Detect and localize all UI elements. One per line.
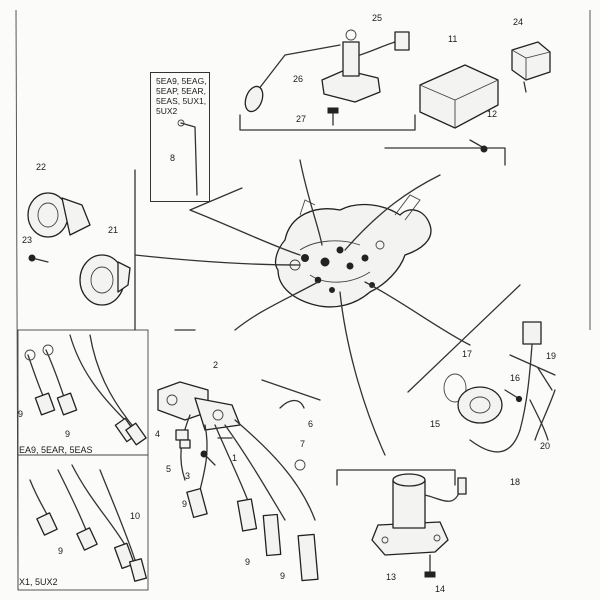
ignition-coil-group	[157, 329, 321, 582]
callout-5: 5	[166, 464, 172, 474]
sensor-group	[407, 284, 556, 453]
model-note-line-3: 5EAS, 5UX1,	[156, 96, 207, 106]
callout-9-d: 9	[245, 557, 251, 567]
callout-21: 21	[108, 225, 119, 235]
callout-23: 23	[22, 235, 33, 245]
callout-11: 11	[448, 34, 458, 44]
solenoid-group	[336, 469, 467, 578]
model-note-line-1: 5EA9, 5EAG,	[156, 76, 207, 86]
callout-9-b: 9	[65, 429, 71, 439]
callout-12: 12	[487, 109, 498, 119]
callout-9-c: 9	[182, 499, 188, 509]
callout-15: 15	[430, 419, 441, 429]
callout-2: 2	[213, 360, 219, 370]
model-note-line-4: 5UX2	[156, 106, 178, 116]
callout-1: 1	[232, 453, 238, 463]
callout-16: 16	[510, 373, 521, 383]
callout-14: 14	[435, 584, 446, 594]
callout-7: 7	[300, 439, 306, 449]
variant-label-bottom: X1, 5UX2	[19, 577, 58, 587]
callout-27: 27	[296, 114, 307, 124]
callout-20: 20	[540, 441, 551, 451]
rod-part-drawing	[177, 119, 198, 196]
callout-22: 22	[36, 162, 47, 172]
callout-4: 4	[155, 429, 161, 439]
callout-9-f: 9	[58, 546, 64, 556]
callout-3: 3	[185, 471, 191, 481]
callout-9-e: 9	[280, 571, 286, 581]
callout-24: 24	[513, 17, 524, 27]
callout-10: 10	[130, 511, 141, 521]
engine-frame-assembly	[274, 194, 432, 308]
callout-13: 13	[386, 572, 397, 582]
callout-25: 25	[372, 13, 383, 23]
callout-26: 26	[293, 74, 304, 84]
horn-group	[27, 169, 136, 331]
spark-plug-cap-group	[17, 329, 149, 591]
callout-8: 8	[170, 153, 176, 163]
model-applicability-legend: 5EA9, 5EAG, 5EAP, 5EAR, 5EAS, 5UX1, 5UX2	[150, 72, 210, 202]
fuel-sender-group	[189, 29, 551, 211]
callout-17: 17	[462, 349, 473, 359]
callout-9-a: 9	[18, 409, 24, 419]
callout-6: 6	[308, 419, 314, 429]
callout-18: 18	[510, 477, 521, 487]
variant-label-top: EA9, 5EAR, 5EAS	[19, 445, 93, 455]
callout-19: 19	[546, 351, 557, 361]
model-note-line-2: 5EAP, 5EAR,	[156, 86, 206, 96]
